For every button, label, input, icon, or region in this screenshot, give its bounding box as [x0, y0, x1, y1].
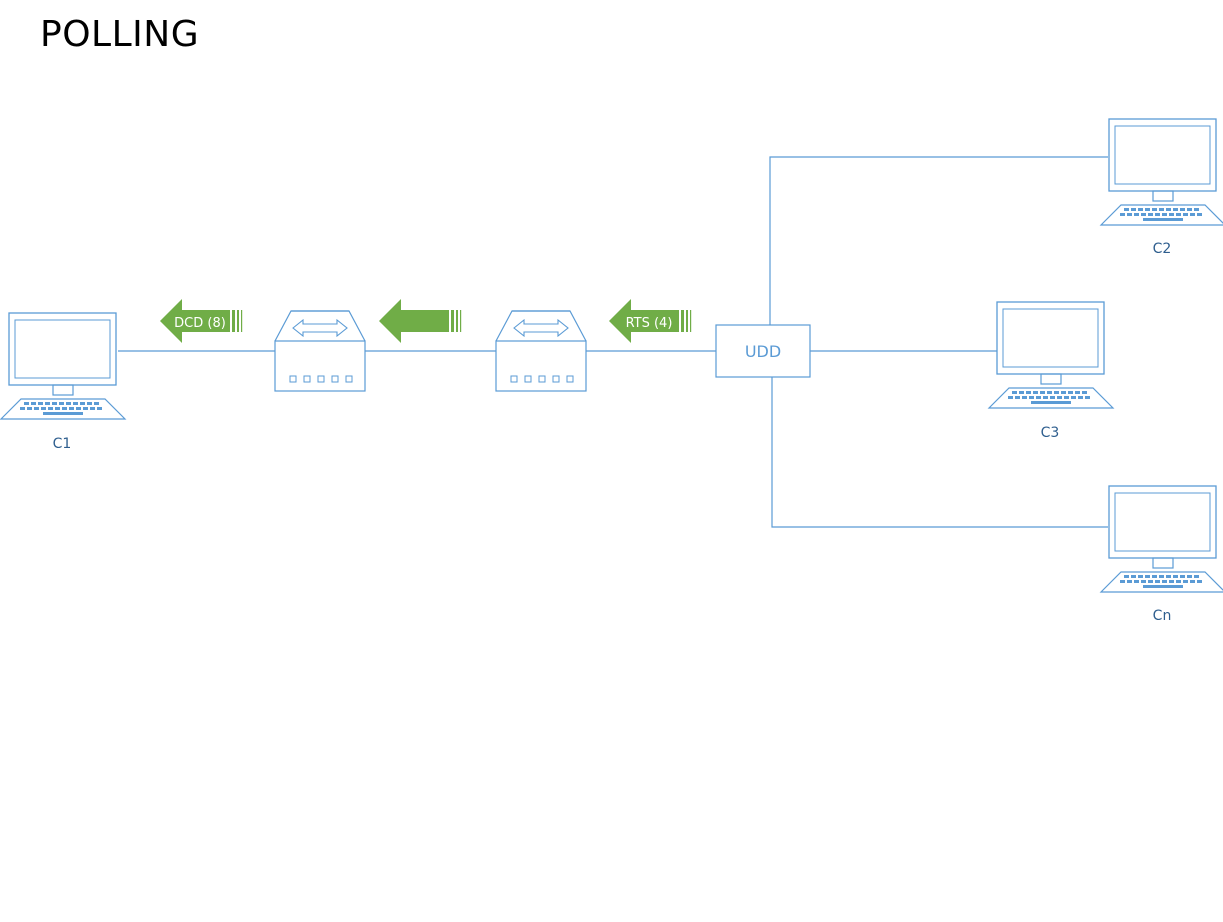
signal-dcd-label: DCD (8)	[174, 316, 226, 331]
computer-icon	[0, 312, 126, 420]
computer-c1-label: C1	[53, 436, 72, 452]
computer-c1: C1	[0, 312, 126, 452]
signal-middle	[379, 299, 462, 343]
modem-right	[495, 310, 587, 392]
page-title: POLLING	[40, 14, 200, 55]
arrow-left-icon	[379, 299, 462, 343]
link-udd-cn	[771, 377, 1108, 528]
computer-icon	[1100, 485, 1223, 593]
computer-c2-label: C2	[1153, 241, 1172, 257]
signal-dcd: DCD (8)	[160, 299, 243, 343]
computer-icon	[1100, 118, 1223, 226]
udd-node: UDD	[715, 324, 811, 378]
computer-c3: C3	[988, 301, 1114, 441]
modem-icon	[495, 310, 587, 392]
signal-rts: RTS (4)	[609, 299, 692, 343]
signal-rts-label: RTS (4)	[626, 316, 673, 331]
computer-cn-label: Cn	[1153, 608, 1172, 624]
connection-lines	[118, 156, 1108, 528]
computer-icon	[988, 301, 1114, 409]
udd-box	[715, 324, 811, 378]
computer-c3-label: C3	[1041, 425, 1060, 441]
computer-c2: C2	[1100, 118, 1223, 257]
udd-label: UDD	[745, 342, 781, 361]
modem-left	[274, 310, 366, 392]
computer-cn: Cn	[1100, 485, 1223, 624]
link-udd-c2	[769, 156, 1108, 326]
modem-icon	[274, 310, 366, 392]
